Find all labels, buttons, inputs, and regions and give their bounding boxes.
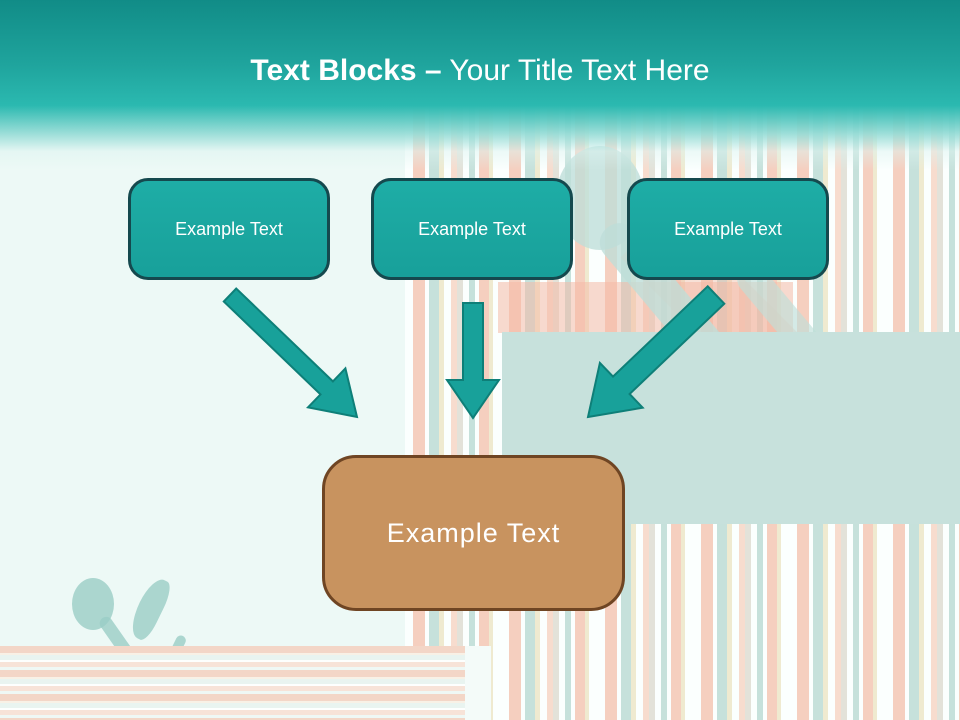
cutlery-silhouette-handle: [0, 560, 2, 655]
slide-title-regular: Your Title Text Here: [441, 54, 710, 87]
text-block-1[interactable]: Example Text: [128, 178, 330, 280]
arrow-down-right-icon: [222, 287, 359, 419]
text-block-1-label: Example Text: [175, 218, 283, 239]
slide-title-bold: Text Blocks –: [250, 54, 442, 87]
result-text-block-label: Example Text: [386, 517, 561, 548]
text-block-3-label: Example Text: [674, 218, 782, 239]
header-band: Text Blocks – Your Title Text Here: [0, 0, 960, 170]
result-text-block[interactable]: Example Text: [322, 455, 625, 611]
stripes-gap: [465, 646, 491, 720]
horizontal-stripes-band: [0, 646, 465, 720]
text-block-2[interactable]: Example Text: [371, 178, 573, 280]
text-block-2-label: Example Text: [418, 218, 526, 239]
slide-title: Text Blocks – Your Title Text Here: [250, 0, 709, 87]
cutlery-silhouette-knife: [125, 574, 175, 643]
text-block-3[interactable]: Example Text: [627, 178, 829, 280]
